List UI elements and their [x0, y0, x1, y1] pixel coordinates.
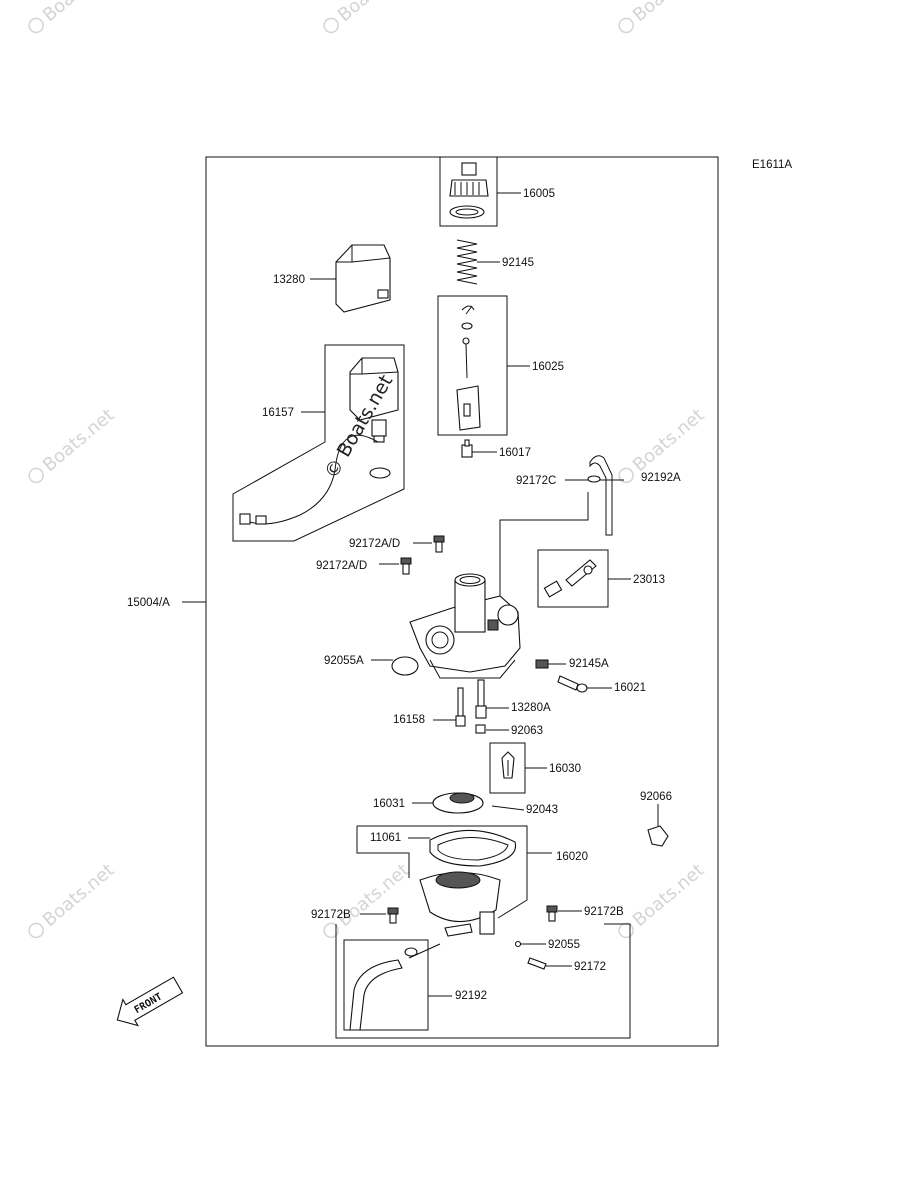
part-92172A-D-screws	[400, 535, 445, 575]
part-92145A-spring	[535, 659, 566, 669]
label-92145a: 92145A	[569, 658, 609, 670]
label-11061: 11061	[370, 832, 401, 844]
label-16025: 16025	[532, 361, 564, 373]
part-92172B-screws	[387, 905, 558, 924]
watermark-text: Boats.net	[39, 860, 118, 931]
part-16157-sensor	[239, 357, 399, 525]
part-13280-cover	[335, 244, 391, 313]
label-16017: 16017	[499, 447, 531, 459]
label-92043: 92043	[526, 804, 558, 816]
label-16021: 16021	[614, 682, 646, 694]
part-92192-hose	[349, 947, 418, 1031]
label-92172ad-upper: 92172A/D	[349, 538, 400, 550]
label-92172ad-lower: 92172A/D	[316, 560, 367, 572]
part-16021-screw	[557, 675, 588, 693]
label-92172b-right: 92172B	[584, 906, 624, 918]
part-92066-cap	[647, 825, 669, 847]
box-16157	[232, 344, 405, 542]
part-16031-float	[432, 792, 484, 814]
label-92145: 92145	[502, 257, 534, 269]
watermark-text: Boats.net	[39, 405, 118, 476]
part-92055-oring	[514, 940, 522, 948]
part-16025-needle-slide	[456, 305, 481, 431]
part-92192A-tube	[587, 455, 613, 536]
label-92192a: 92192A	[641, 472, 681, 484]
label-16030: 16030	[549, 763, 581, 775]
box-drain-group	[335, 923, 631, 1039]
watermark-text: Boats.net	[629, 405, 708, 476]
part-float-bowl	[419, 871, 501, 937]
label-15004a: 15004/A	[127, 597, 170, 609]
front-direction-arrow: FRONT	[116, 976, 184, 1027]
label-16158: 16158	[393, 714, 425, 726]
part-92145-spring	[456, 239, 478, 285]
label-92063: 92063	[511, 725, 543, 737]
label-92192: 92192	[455, 990, 487, 1002]
part-16017-jet	[461, 439, 473, 458]
watermark-text: Boats.net	[334, 0, 413, 26]
label-92055: 92055	[548, 939, 580, 951]
label-92172b-left: 92172B	[311, 909, 351, 921]
label-92055a: 92055A	[324, 655, 364, 667]
part-16030-float-valve	[501, 751, 515, 779]
part-16005-cap	[449, 162, 489, 219]
label-16157: 16157	[262, 407, 294, 419]
label-23013: 23013	[633, 574, 665, 586]
part-23013-valve	[543, 559, 597, 598]
watermark-text: Boats.net	[39, 0, 118, 26]
label-13280: 13280	[273, 274, 305, 286]
part-11061-gasket	[429, 829, 517, 867]
watermark-text: Boats.net	[629, 860, 708, 931]
box-16005	[439, 156, 498, 227]
label-16031: 16031	[373, 798, 405, 810]
part-carburetor-body	[409, 573, 521, 679]
label-92066: 92066	[640, 791, 672, 803]
label-16005: 16005	[523, 188, 555, 200]
label-92172c: 92172C	[516, 475, 556, 487]
part-16158-tube	[455, 687, 466, 727]
diagram-code: E1611A	[752, 159, 792, 171]
box-92192	[343, 939, 429, 1031]
box-16020	[356, 825, 552, 919]
label-13280a: 13280A	[511, 702, 551, 714]
part-92172-screw	[527, 957, 547, 970]
part-92055A-oring	[391, 656, 419, 676]
watermark-text: Boats.net	[629, 0, 708, 26]
part-13280A-jet	[475, 679, 487, 719]
label-16020: 16020	[556, 851, 588, 863]
part-92063-washer	[475, 724, 486, 734]
watermarks: Boats.net Boats.net Boats.net Boats.net …	[28, 0, 708, 939]
label-92172: 92172	[574, 961, 606, 973]
